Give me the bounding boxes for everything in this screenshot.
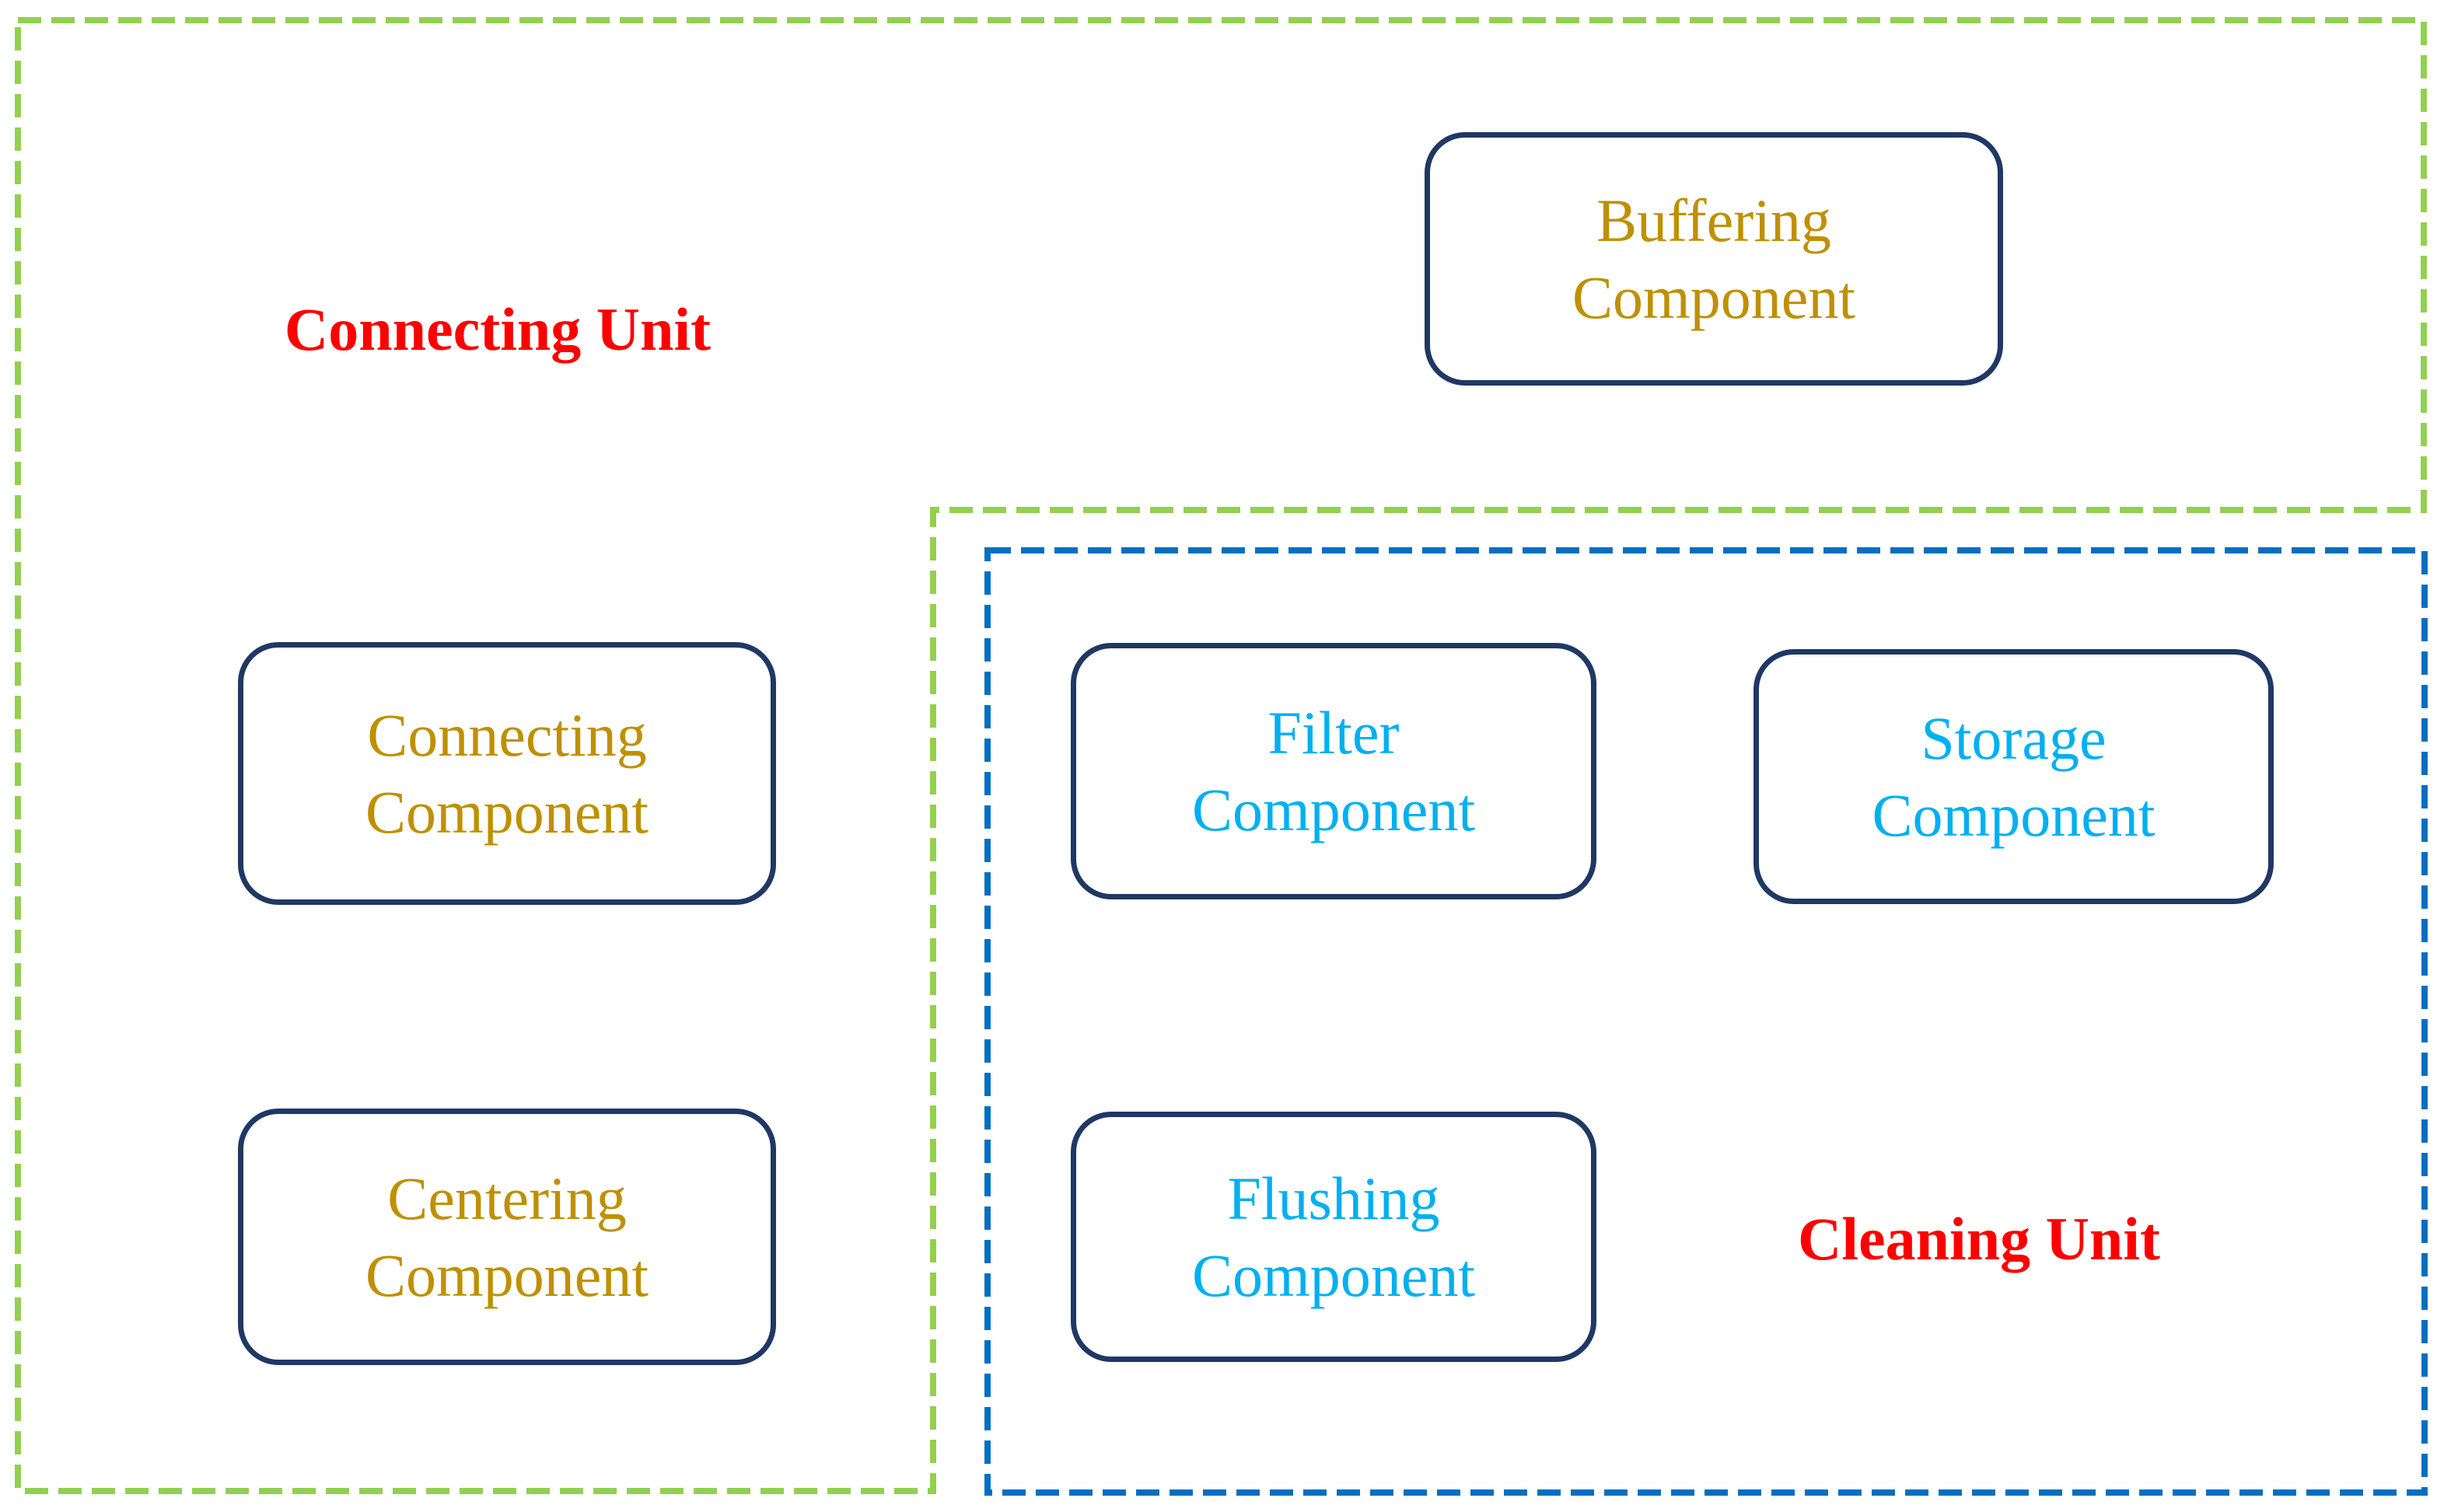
connecting-component-box: Connecting Component bbox=[238, 642, 776, 905]
flushing-component-label: Flushing Component bbox=[1192, 1164, 1475, 1309]
flushing-component-box: Flushing Component bbox=[1071, 1112, 1596, 1362]
cleaning-unit-label: Cleaning Unit bbox=[1798, 1205, 2160, 1273]
connecting-component-label: Connecting Component bbox=[365, 700, 649, 846]
centering-component-label: Centering Component bbox=[365, 1164, 649, 1309]
connecting-unit-border bbox=[15, 17, 2427, 1494]
filter-component-label: Filter Component bbox=[1192, 698, 1475, 843]
centering-component-box: Centering Component bbox=[238, 1109, 776, 1365]
filter-component-box: Filter Component bbox=[1071, 643, 1596, 899]
storage-component-label: Storage Component bbox=[1872, 704, 2156, 849]
cleaning-unit-border bbox=[984, 547, 2428, 1496]
buffering-component-box: Buffering Component bbox=[1425, 132, 2003, 386]
storage-component-box: Storage Component bbox=[1753, 649, 2274, 904]
buffering-component-label: Buffering Component bbox=[1572, 186, 1855, 331]
connecting-unit-label: Connecting Unit bbox=[284, 295, 712, 363]
